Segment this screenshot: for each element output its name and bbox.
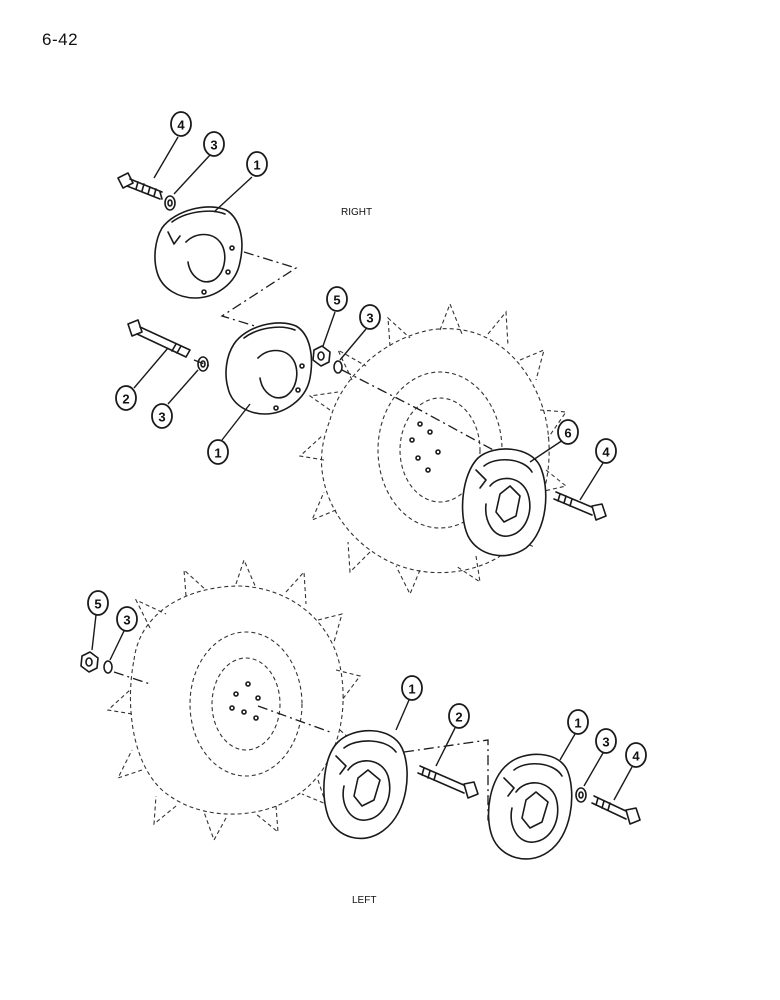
callout-r-weight-top: 1 [213, 151, 268, 213]
svg-text:4: 4 [602, 445, 610, 460]
callout-r-bolt-top: 4 [153, 111, 192, 179]
bolt-long-right [127, 319, 191, 358]
svg-text:6: 6 [564, 426, 571, 441]
wheel-right [298, 302, 568, 596]
callout-l-bolt-outer: 4 [613, 742, 647, 801]
callout-r-weight-inner: 1 [207, 403, 251, 465]
svg-text:4: 4 [632, 749, 640, 764]
svg-text:1: 1 [408, 682, 415, 697]
washer-nut-left [103, 660, 113, 674]
weight-inner-left [323, 729, 408, 840]
svg-text:3: 3 [366, 311, 373, 326]
svg-text:3: 3 [602, 735, 609, 750]
callout-l-bolt-long: 2 [435, 703, 470, 767]
bolt-outer-right [553, 491, 607, 521]
callout-l-nut: 5 [87, 590, 109, 651]
washer-top [164, 195, 176, 211]
svg-text:3: 3 [123, 613, 130, 628]
svg-text:1: 1 [214, 446, 221, 461]
weight-inner-right [225, 322, 313, 415]
callout-r-bolt-outer: 4 [579, 438, 617, 501]
bolt-short-top [117, 172, 163, 200]
weight-top [154, 206, 243, 299]
svg-text:4: 4 [177, 118, 185, 133]
bolt-outer-left [591, 795, 641, 825]
wheel-left [106, 558, 361, 842]
callout-r-washer-top: 3 [173, 131, 225, 195]
nut-left [80, 651, 99, 673]
callout-r-washer-long: 3 [151, 369, 199, 429]
weight-outer-right [461, 448, 547, 557]
washer-nut-right [333, 360, 343, 374]
callout-l-washer-nut: 3 [109, 606, 138, 661]
page-number: 6-42 [42, 30, 79, 49]
callout-r-washer-nut: 3 [339, 304, 381, 361]
view-label-left: LEFT [352, 895, 377, 906]
bolt-long-left [417, 765, 479, 799]
callout-r-nut: 5 [322, 286, 348, 347]
svg-text:3: 3 [158, 410, 165, 425]
view-label-right: RIGHT [341, 207, 373, 218]
svg-text:2: 2 [122, 392, 129, 407]
callout-l-weight-inner: 1 [395, 675, 423, 731]
callout-r-weight-outer: 6 [529, 419, 579, 463]
callout-l-weight-outer: 1 [559, 709, 589, 761]
callout-l-washer-outer: 3 [583, 728, 617, 787]
svg-text:3: 3 [210, 138, 217, 153]
svg-text:5: 5 [94, 597, 101, 612]
nut-right [312, 345, 331, 367]
washer-outer-left [575, 787, 587, 803]
callout-r-bolt-long: 2 [115, 347, 169, 411]
svg-text:1: 1 [253, 158, 260, 173]
weight-outer-left [487, 753, 573, 860]
svg-text:5: 5 [333, 293, 340, 308]
svg-text:1: 1 [574, 716, 581, 731]
svg-text:2: 2 [455, 710, 462, 725]
